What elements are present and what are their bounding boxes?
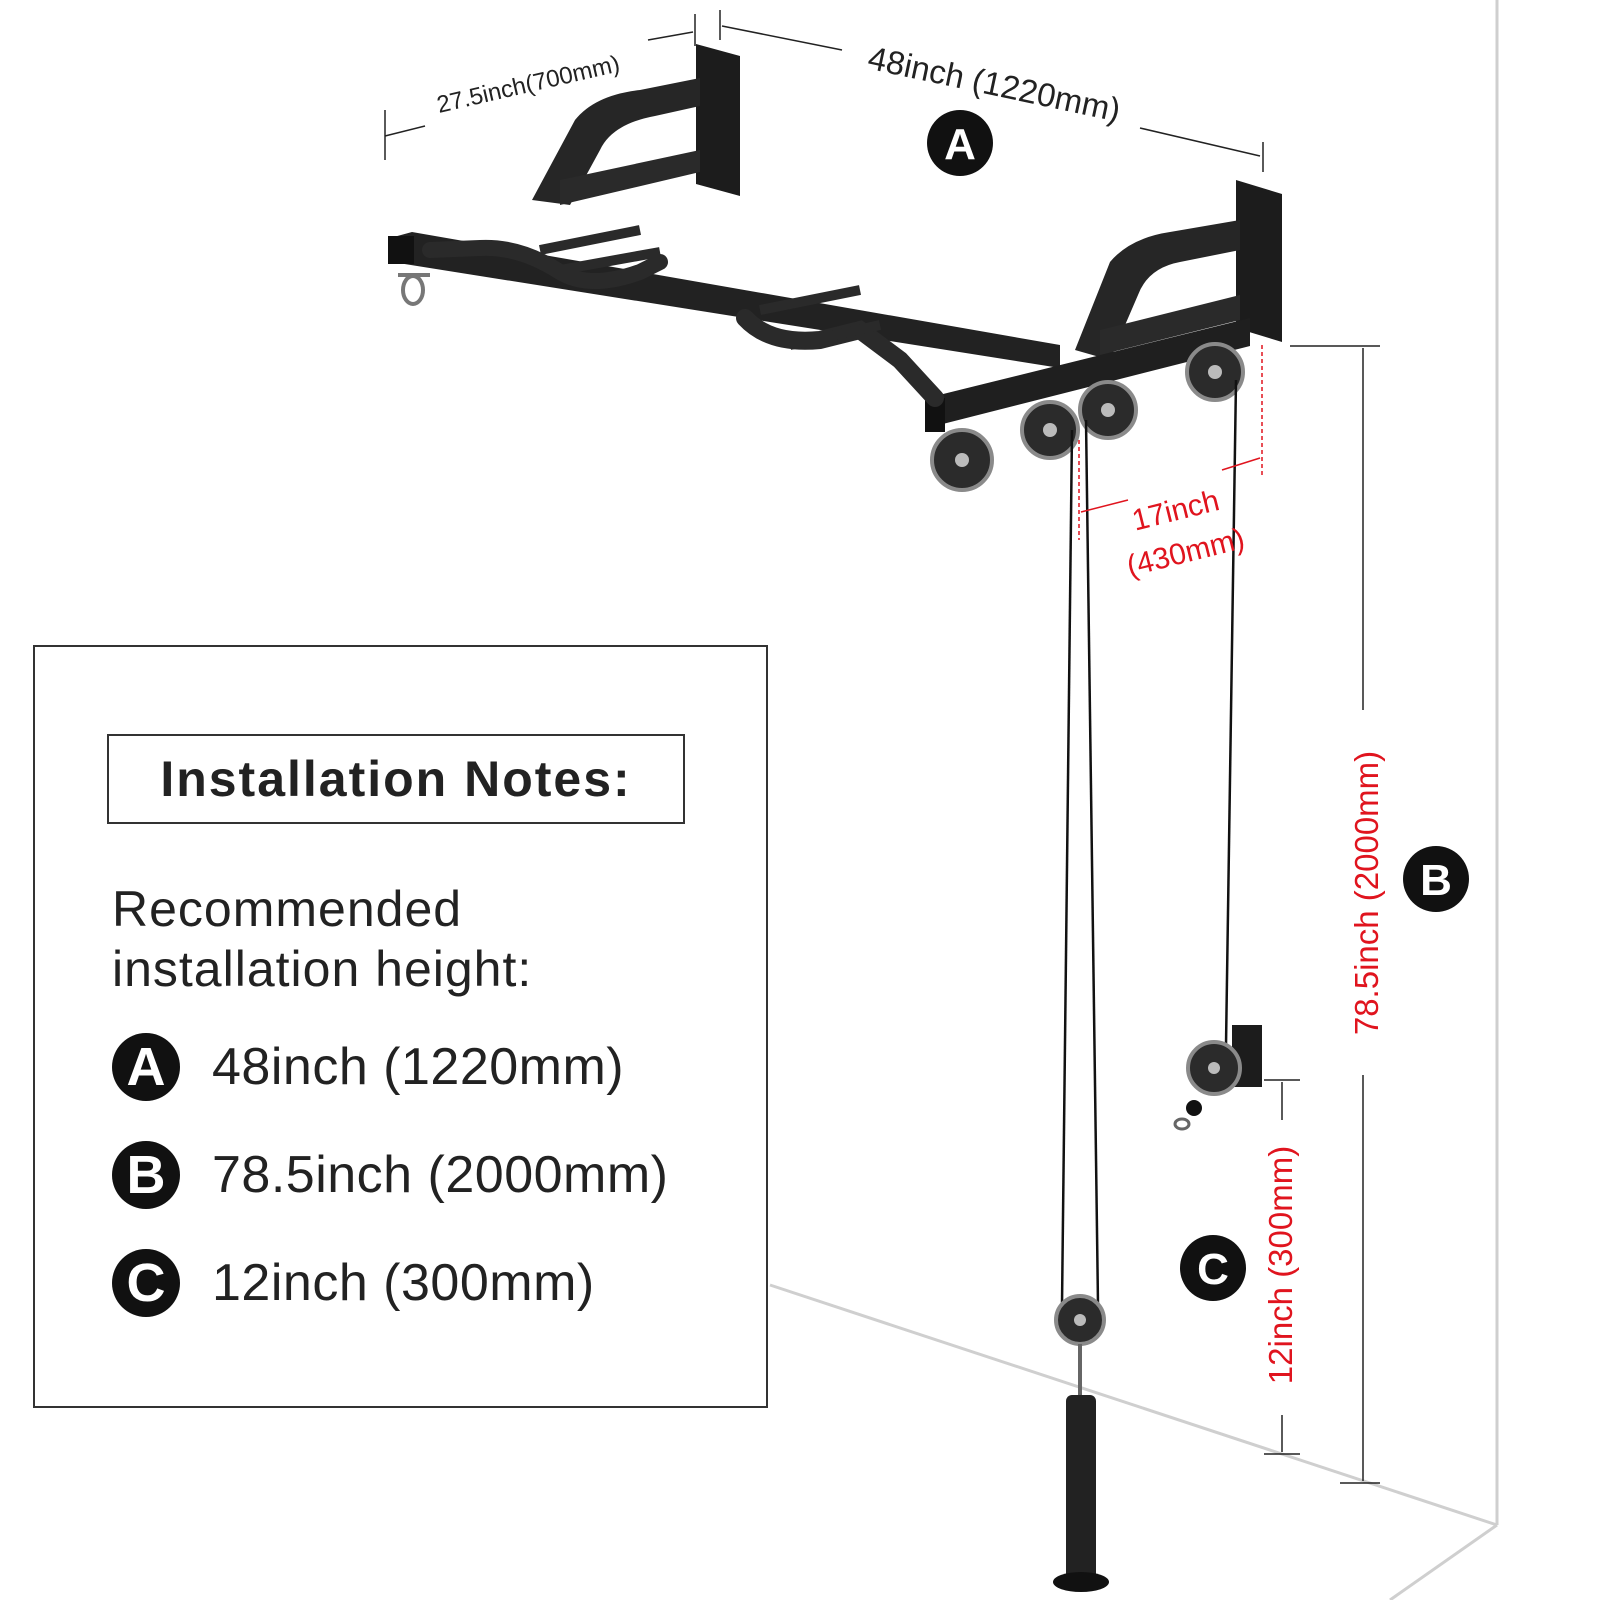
left-end-cap [388, 236, 414, 264]
note-badge-a-icon: A [112, 1033, 180, 1101]
note-value-a: 48inch (1220mm) [212, 1038, 625, 1096]
notes-subtitle-line1: Recommended [112, 881, 463, 937]
right-wall-plate [1236, 180, 1282, 342]
height-c-dimension [1264, 1079, 1300, 1455]
notes-subtitle: Recommended installation height: [112, 879, 532, 999]
weight-pulley-assembly [1053, 1294, 1109, 1592]
badge-b: B [1403, 846, 1469, 912]
svg-text:C: C [1197, 1245, 1229, 1294]
note-value-b: 78.5inch (2000mm) [212, 1146, 669, 1204]
right-arm [1075, 220, 1240, 360]
room-outline [769, 0, 1499, 1600]
notes-subtitle-line2: installation height: [112, 941, 533, 997]
width-dimension [719, 10, 1264, 172]
svg-text:B: B [1420, 856, 1452, 905]
left-arm [532, 78, 700, 205]
note-item-b: B 78.5inch (2000mm) [112, 1140, 669, 1210]
badge-a: A [927, 110, 993, 176]
left-brace [560, 150, 700, 205]
cables [1060, 379, 1238, 1306]
left-handle-bars [539, 225, 661, 275]
right-brace [1100, 295, 1240, 355]
badge-c: C [1180, 1235, 1246, 1301]
pull-up-bar-frame [388, 44, 1282, 432]
front-beam [927, 318, 1250, 428]
beam-pulleys [930, 342, 1245, 492]
left-handle [422, 239, 668, 289]
left-wall-plate [696, 44, 740, 196]
wall-pulley [1173, 1025, 1262, 1131]
notes-title-box: Installation Notes: [107, 734, 685, 824]
weight-post [1066, 1395, 1096, 1580]
center-handle-bars [759, 285, 882, 350]
notes-title: Installation Notes: [160, 751, 632, 807]
height-b-dimension [1290, 345, 1380, 1484]
height-b-label: 78.5inch (2000mm) [1348, 751, 1385, 1035]
width-label: 48inch (1220mm) [865, 39, 1124, 129]
front-beam-end [925, 398, 945, 432]
note-badge-c-icon: C [112, 1249, 180, 1317]
shackle-hook [398, 273, 430, 306]
note-badge-b-icon: B [112, 1141, 180, 1209]
note-item-c: C 12inch (300mm) [112, 1248, 595, 1318]
depth-dimension [384, 14, 696, 160]
height-c-label: 12inch (300mm) [1262, 1146, 1299, 1384]
pulley-spacing-dimension [1078, 345, 1263, 540]
installation-notes-panel: Installation Notes: Recommended installa… [33, 645, 768, 1408]
svg-text:A: A [944, 120, 976, 169]
note-value-c: 12inch (300mm) [212, 1254, 595, 1312]
note-item-a: A 48inch (1220mm) [112, 1032, 624, 1102]
weight-post-base [1053, 1572, 1109, 1592]
